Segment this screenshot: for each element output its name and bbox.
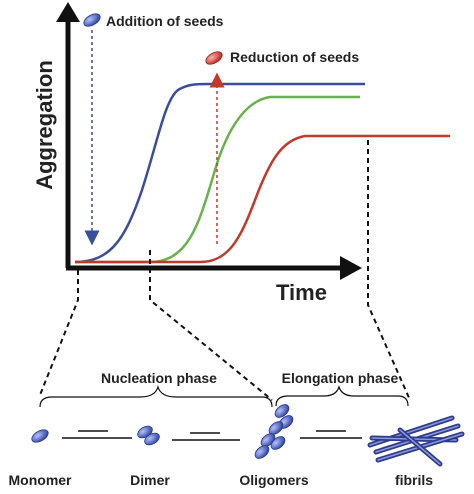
seed-blue-icon [83, 13, 101, 27]
dimer-label: Dimer [130, 472, 170, 488]
nucleation-label: Nucleation phase [101, 370, 217, 386]
zoom-line-right [367, 140, 411, 401]
zoom-lines [39, 140, 411, 401]
elongation-label: Elongation phase [282, 370, 399, 386]
zoom-line-left [39, 270, 79, 396]
y-axis-arrowhead [56, 2, 80, 22]
x-axis-label: Time [276, 280, 327, 305]
monomer-label: Monomer [9, 472, 73, 488]
species-row [31, 404, 465, 467]
curve-seeded [74, 82, 365, 264]
nucleation-brace [39, 384, 273, 408]
oligomer-icon [254, 404, 294, 459]
reduction-label: Reduction of seeds [230, 49, 359, 65]
addition-label: Addition of seeds [106, 13, 224, 29]
fibrils-icon [367, 415, 465, 467]
elongation-brace [275, 385, 409, 407]
zoom-line-mid [149, 250, 273, 401]
oligomers-label: Oligomers [239, 472, 308, 488]
curve-unseeded [75, 95, 360, 264]
curve-reduced [75, 134, 450, 264]
dimer-icon [144, 432, 160, 446]
seed-red-icon [205, 51, 223, 65]
monomer-icon [31, 429, 49, 443]
axes [56, 2, 362, 280]
fibrils-label: fibrils [395, 472, 433, 488]
y-axis-label: Aggregation [32, 60, 57, 190]
x-axis-arrowhead [340, 256, 362, 280]
